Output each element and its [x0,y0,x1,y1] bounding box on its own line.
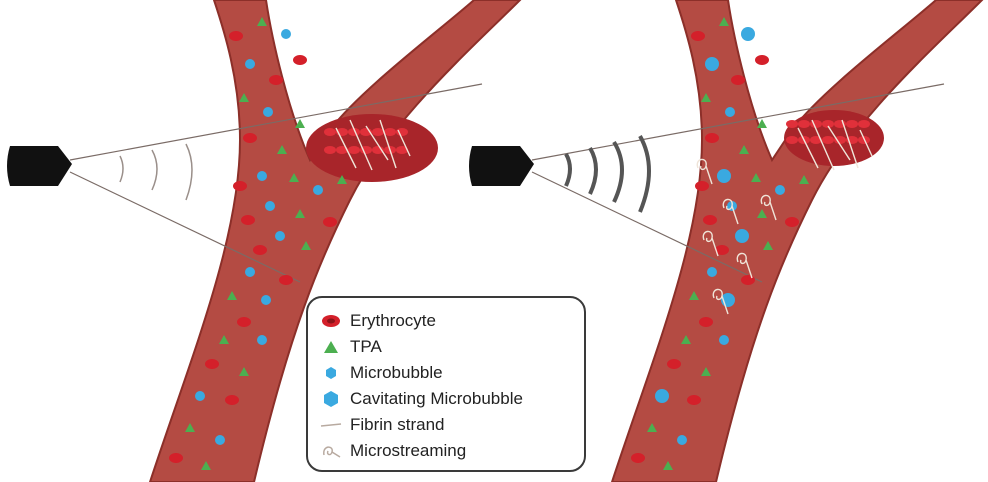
blood-vessel-right [612,0,982,482]
clot-erythrocyte [396,128,408,136]
erythrocyte [243,133,257,143]
clot-erythrocyte [348,146,360,154]
erythrocyte [687,395,701,405]
clot-erythrocyte [372,128,384,136]
erythrocyte [237,317,251,327]
legend-item-cavitating: Cavitating Microbubble [320,388,523,410]
microbubble [263,107,273,117]
erythrocyte [695,181,709,191]
erythrocyte [241,215,255,225]
erythrocyte [323,217,337,227]
clot-erythrocyte [324,146,336,154]
ultrasound-waves-right [566,136,649,212]
erythrocyte [699,317,713,327]
microbubble [775,185,785,195]
legend-label-microstreaming: Microstreaming [350,441,466,461]
legend-label-cavitating: Cavitating Microbubble [350,389,523,409]
microbubble [215,435,225,445]
clot-erythrocyte [798,120,810,128]
erythrocyte [731,75,745,85]
cavitating-microbubble [741,27,755,41]
erythrocyte [741,275,755,285]
microbubble [281,29,291,39]
legend-item-microbubble: Microbubble [320,362,443,384]
erythrocyte [229,31,243,41]
microbubble [257,335,267,345]
cavitating-microbubble [717,169,731,183]
clot-erythrocyte [786,120,798,128]
microbubble [195,391,205,401]
cavitating-microbubble [705,57,719,71]
erythrocyte [785,217,799,227]
legend-item-erythrocyte: Erythrocyte [320,310,436,332]
microbubble [265,201,275,211]
erythrocyte [631,453,645,463]
clot-erythrocyte [324,128,336,136]
clot-erythrocyte [822,136,834,144]
erythrocyte [667,359,681,369]
erythrocyte [225,395,239,405]
clot-erythrocyte [846,120,858,128]
transducer-right [469,146,534,186]
microbubble [245,59,255,69]
erythrocyte [253,245,267,255]
cavitating-microbubble [655,389,669,403]
microbubble [313,185,323,195]
microbubble [677,435,687,445]
erythrocyte [269,75,283,85]
cavitating-microbubble [735,229,749,243]
legend-label-tpa: TPA [350,337,382,357]
erythrocyte [233,181,247,191]
microbubble [261,295,271,305]
microbubble [707,267,717,277]
legend-item-microstreaming: Microstreaming [320,440,466,462]
microbubble [275,231,285,241]
legend: Erythrocyte TPA Microbubble Cavitating M… [306,296,586,472]
clot-erythrocyte [384,128,396,136]
microbubble [719,335,729,345]
erythrocyte [169,453,183,463]
microbubble [725,107,735,117]
microbubble [257,171,267,181]
erythrocyte [705,133,719,143]
clot-erythrocyte [858,120,870,128]
legend-label-erythrocyte: Erythrocyte [350,311,436,331]
erythrocyte [755,55,769,65]
legend-label-fibrin: Fibrin strand [350,415,444,435]
erythrocyte [703,215,717,225]
erythrocyte [293,55,307,65]
transducer-left [7,146,72,186]
clot-erythrocyte [786,136,798,144]
microbubble [245,267,255,277]
erythrocyte [691,31,705,41]
erythrocyte [279,275,293,285]
erythrocyte [205,359,219,369]
legend-label-microbubble: Microbubble [350,363,443,383]
legend-item-tpa: TPA [320,336,382,358]
legend-item-fibrin: Fibrin strand [320,414,444,436]
ultrasound-waves-left [120,144,192,200]
